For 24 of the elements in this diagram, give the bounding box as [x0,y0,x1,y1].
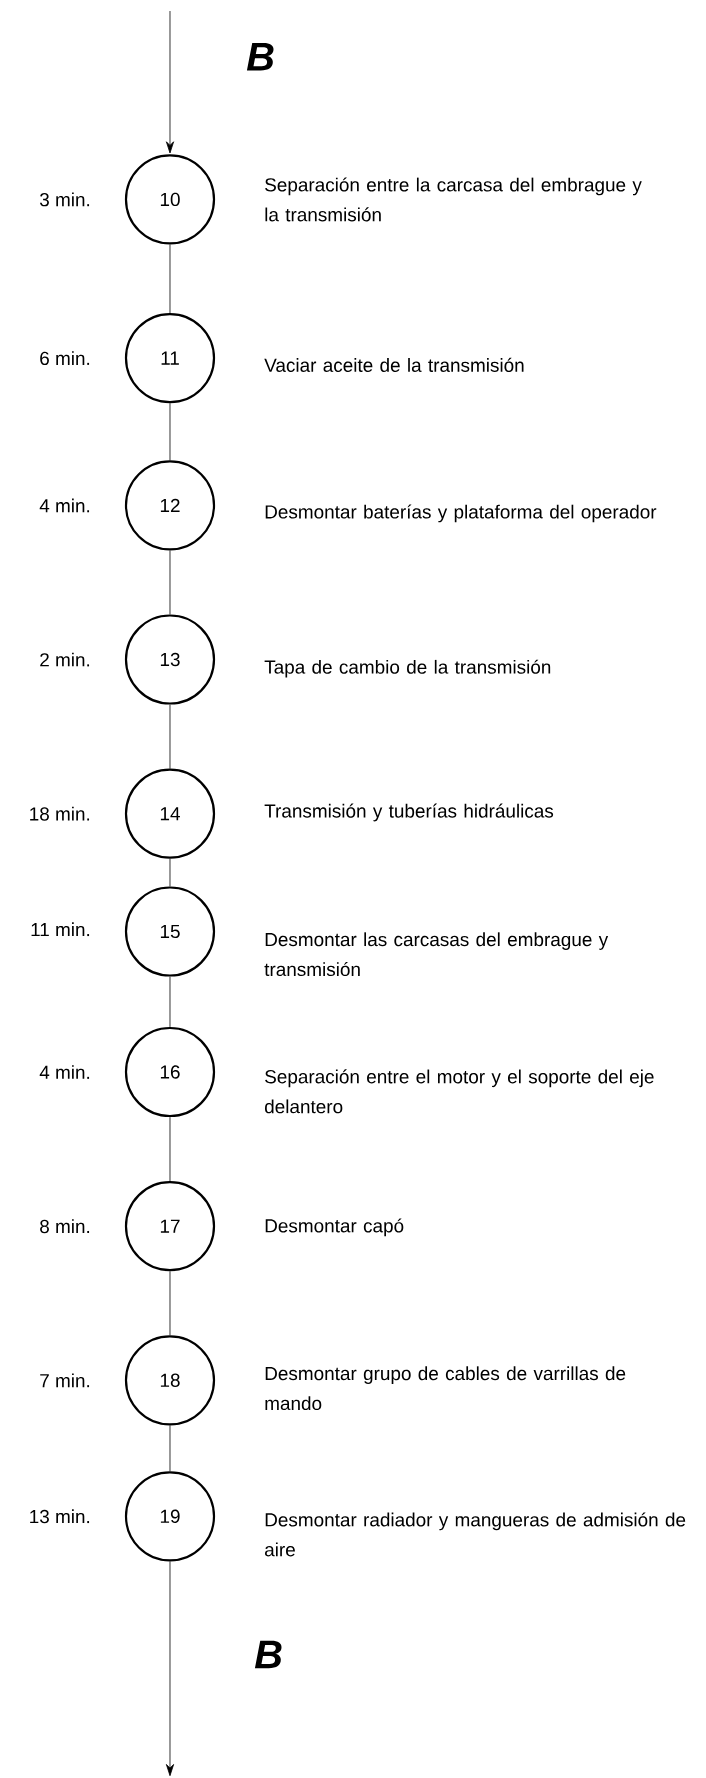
step-description: Desmontar baterías y plataforma del operador [265,504,657,523]
step-description: Desmontar radiador y mangueras de admisión de aire [265,1512,686,1557]
arrow [165,1561,175,1777]
duration-label: 6 min. [40,351,90,366]
step-description: Vaciar aceite de la transmisión [264,357,524,372]
step-description: Transmisión y tuberías hidráulicas [264,803,554,822]
duration-label: 3 min. [39,192,90,207]
duration-label: 18 min. [30,806,90,821]
step-description: Desmontar grupo de cables de varrillas de mando [265,1366,626,1411]
duration-label: 4 min. [39,1065,90,1079]
duration-label: 4 min. [39,498,90,513]
step-description: Separación entre el motor y el soporte del eje delantero [265,1069,654,1114]
step-description: Separación entre la carcasa del embrague y la transmisión [265,177,642,222]
duration-label: 7 min. [40,1373,90,1388]
step-description: Desmontar capó [265,1218,404,1237]
duration-label: 2 min. [40,652,90,667]
section-letter: B [254,1640,282,1669]
step-description: Tapa de cambio de la transmisión [264,659,551,678]
arrow [165,10,175,154]
duration-label: 13 min. [30,1509,90,1524]
duration-label: 8 min. [40,1219,90,1234]
duration-label: 11 min. [31,922,90,937]
section-letter: B [246,43,274,71]
step-description: Desmontar las carcasas del embrague y transmisión [264,932,609,977]
